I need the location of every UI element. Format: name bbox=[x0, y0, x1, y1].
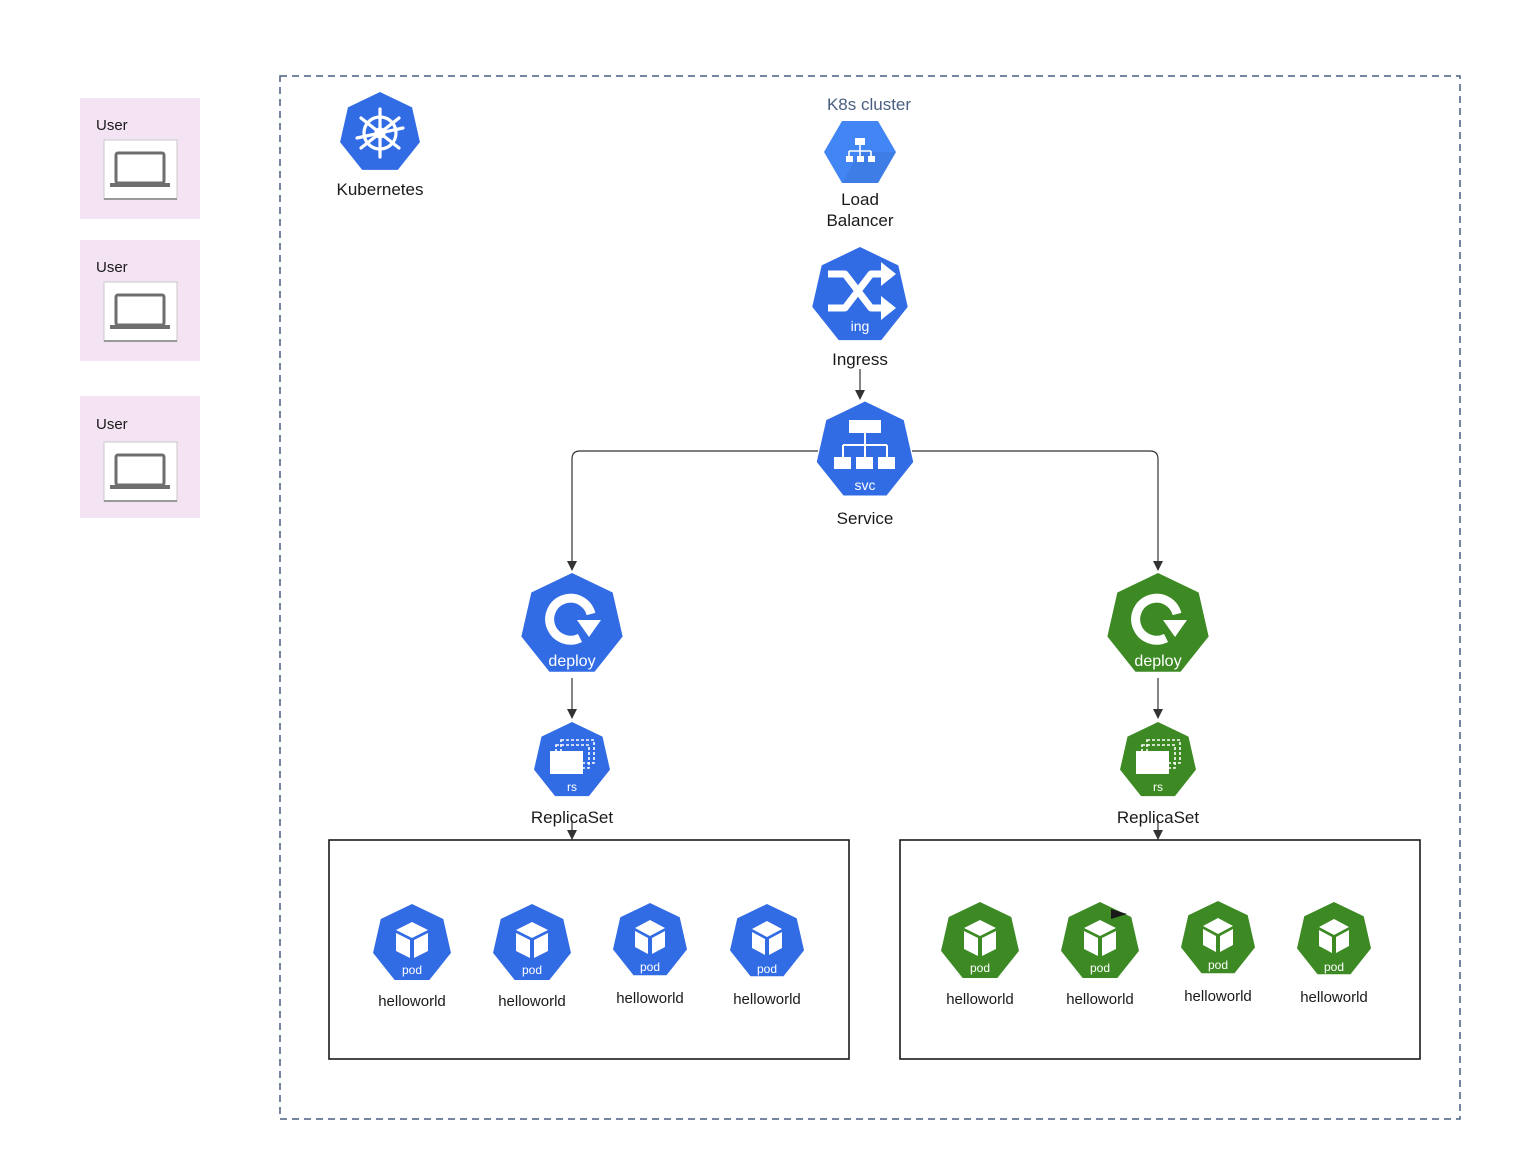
replicaset-icon-text: rs bbox=[1153, 780, 1163, 794]
laptop-icon bbox=[103, 281, 178, 342]
rollout-circular-arrow-icon bbox=[1131, 593, 1187, 645]
pod-label: helloworld bbox=[946, 991, 1014, 1008]
cube-icon bbox=[635, 920, 665, 954]
pod-node: pod bbox=[612, 903, 688, 976]
replicaset-label: ReplicaSet bbox=[1117, 808, 1199, 827]
pod-node: pod bbox=[1061, 902, 1139, 978]
cube-icon bbox=[396, 922, 428, 958]
user-label: User bbox=[96, 259, 128, 276]
connector-service-deploy-blue bbox=[567, 450, 818, 571]
pod-icon-text: pod bbox=[1324, 960, 1344, 974]
pod-node: pod bbox=[729, 904, 805, 977]
user-card-2: User bbox=[80, 240, 200, 361]
laptop-icon bbox=[103, 441, 178, 502]
helm-wheel-icon bbox=[355, 107, 405, 159]
cube-icon bbox=[1203, 918, 1233, 952]
deployment-node-green: deploy bbox=[1107, 573, 1209, 672]
service-tree-icon bbox=[834, 420, 895, 469]
pod-icon-text: pod bbox=[402, 963, 422, 977]
network-hierarchy-icon bbox=[846, 138, 875, 162]
pod-icon-text: pod bbox=[640, 960, 660, 974]
shuffle-arrows-icon bbox=[828, 270, 884, 312]
replicaset-node-blue: rs bbox=[534, 722, 610, 797]
pod-label: helloworld bbox=[1066, 991, 1134, 1008]
ingress-label: Ingress bbox=[832, 350, 888, 369]
service-icon-text: svc bbox=[855, 477, 876, 493]
stacked-windows-icon bbox=[550, 739, 595, 774]
pod-label: helloworld bbox=[498, 993, 566, 1010]
stacked-windows-icon bbox=[1136, 739, 1181, 774]
pod-icon-text: pod bbox=[970, 961, 990, 975]
user-card-1: User bbox=[80, 98, 200, 219]
pod-icon-text: pod bbox=[1208, 958, 1228, 972]
deployment-icon-text: deploy bbox=[548, 653, 595, 670]
service-node: svc bbox=[816, 401, 914, 496]
cube-icon bbox=[516, 922, 548, 958]
cube-icon bbox=[1319, 919, 1349, 953]
pod-node: pod bbox=[493, 904, 571, 980]
pod-group-green bbox=[899, 839, 1421, 1060]
pod-label: helloworld bbox=[1184, 988, 1252, 1005]
cube-icon bbox=[752, 921, 782, 955]
pod-icon-text: pod bbox=[757, 962, 777, 976]
pod-icon-text: pod bbox=[522, 963, 542, 977]
deployment-node-blue: deploy bbox=[521, 573, 623, 672]
cube-icon bbox=[964, 920, 996, 956]
ingress-node: ing bbox=[812, 247, 908, 341]
replicaset-label: ReplicaSet bbox=[531, 808, 613, 827]
pod-label: helloworld bbox=[378, 993, 446, 1010]
stray-arrowhead bbox=[1111, 909, 1127, 919]
pod-label: helloworld bbox=[1300, 989, 1368, 1006]
pod-node: pod bbox=[1296, 902, 1372, 975]
kubernetes-label: Kubernetes bbox=[337, 180, 424, 199]
pod-label: helloworld bbox=[733, 991, 801, 1008]
k8s-cluster-boundary bbox=[279, 75, 1461, 1120]
pod-group-blue bbox=[328, 839, 850, 1060]
laptop-icon bbox=[103, 139, 178, 200]
replicaset-node-green: rs bbox=[1120, 722, 1196, 797]
user-label: User bbox=[96, 416, 128, 433]
pod-node: pod bbox=[373, 904, 451, 980]
load-balancer-node bbox=[824, 121, 896, 183]
kubernetes-logo bbox=[340, 92, 420, 170]
user-card-3: User bbox=[80, 396, 200, 518]
user-label: User bbox=[96, 117, 128, 134]
pod-label: helloworld bbox=[616, 990, 684, 1007]
pod-node: pod bbox=[941, 902, 1019, 978]
cluster-label: K8s cluster bbox=[827, 95, 911, 114]
replicaset-icon-text: rs bbox=[567, 780, 577, 794]
connectors bbox=[567, 369, 1163, 840]
pod-icon-text: pod bbox=[1090, 961, 1110, 975]
load-balancer-label-line1: Load bbox=[841, 190, 879, 209]
rollout-circular-arrow-icon bbox=[545, 593, 601, 645]
ingress-icon-text: ing bbox=[851, 318, 870, 334]
cube-icon bbox=[1084, 920, 1116, 956]
load-balancer-label-line2: Balancer bbox=[826, 211, 893, 230]
connector-service-deploy-green bbox=[912, 450, 1163, 571]
service-label: Service bbox=[837, 509, 894, 528]
pod-node: pod bbox=[1180, 901, 1256, 974]
deployment-icon-text: deploy bbox=[1134, 653, 1181, 670]
